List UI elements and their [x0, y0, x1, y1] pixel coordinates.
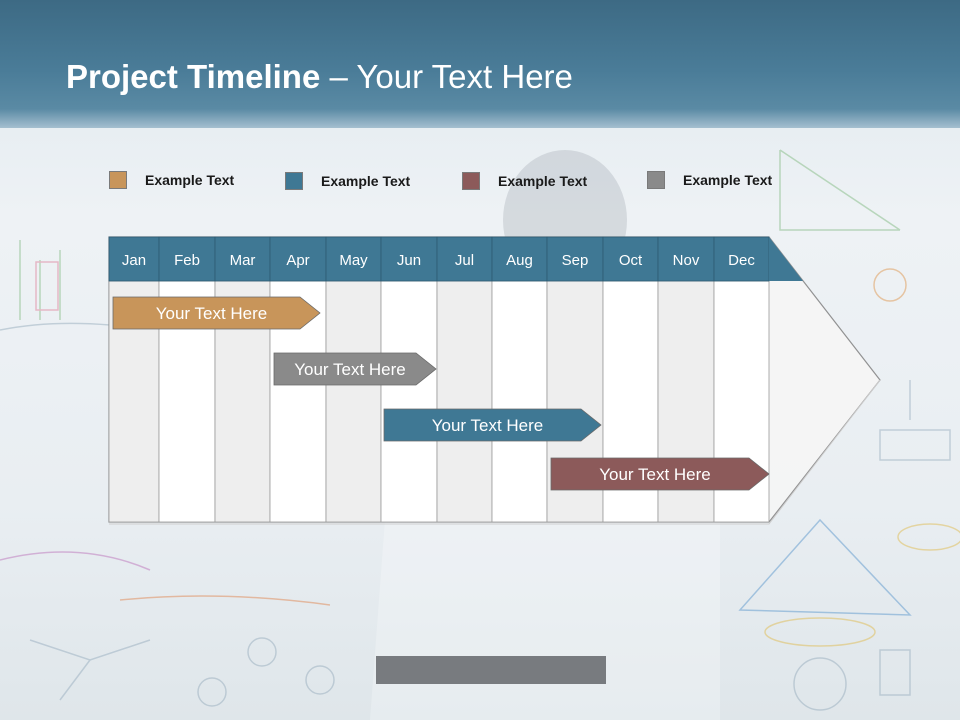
task-arrow-2: [273, 352, 437, 386]
slide-title: Project Timeline – Your Text Here: [66, 58, 573, 96]
legend-item-4: Example Text: [647, 170, 772, 190]
task-label-2: Your Text Here: [294, 360, 406, 379]
month-header-feb: [158, 236, 216, 282]
task-bar-3: Your Text Here: [383, 408, 602, 442]
month-column-aug: [491, 280, 548, 523]
month-header-aug: [491, 236, 548, 282]
month-label-jul: Jul: [455, 252, 474, 269]
month-label-may: May: [339, 252, 368, 269]
title-banner: [0, 0, 960, 128]
month-column-may: [325, 280, 382, 523]
task-bar-2: Your Text Here: [273, 352, 437, 386]
task-arrow-1: [112, 296, 321, 330]
slide-title-subtitle: – Your Text Here: [320, 58, 573, 95]
month-header-jul: [436, 236, 493, 282]
month-header-dec: [713, 236, 770, 282]
month-header-jun: [380, 236, 438, 282]
month-column-jul: [436, 280, 493, 523]
legend-swatch-2: [285, 172, 303, 190]
task-label-4: Your Text Here: [599, 465, 711, 484]
legend-swatch-3: [462, 172, 480, 190]
month-label-mar: Mar: [230, 252, 256, 269]
task-bar-4: Your Text Here: [550, 457, 770, 491]
month-header-mar: [214, 236, 271, 282]
month-header-oct: [602, 236, 659, 282]
month-label-jun: Jun: [397, 252, 421, 269]
month-header-sep: [546, 236, 604, 282]
legend-item-3: Example Text: [462, 171, 587, 191]
task-label-3: Your Text Here: [432, 416, 544, 435]
legend-label-2: Example Text: [321, 173, 411, 189]
month-label-dec: Dec: [728, 252, 755, 269]
legend-item-2: Example Text: [285, 171, 410, 191]
month-label-apr: Apr: [286, 252, 309, 269]
task-arrow-4: [550, 457, 770, 491]
month-label-jan: Jan: [122, 252, 146, 269]
month-label-sep: Sep: [562, 252, 589, 269]
month-column-jun: [380, 280, 438, 523]
timeline-arrow-bottom-edge: [109, 379, 881, 525]
month-label-aug: Aug: [506, 252, 533, 269]
legend-swatch-4: [647, 171, 665, 189]
slide-title-bold: Project Timeline: [66, 58, 321, 95]
task-arrow-3: [383, 408, 602, 442]
month-label-nov: Nov: [673, 252, 700, 269]
legend-label-1: Example Text: [145, 172, 235, 188]
task-label-1: Your Text Here: [156, 304, 268, 323]
month-label-feb: Feb: [174, 252, 200, 269]
month-header-nov: [657, 236, 715, 282]
legend-label-4: Example Text: [683, 172, 773, 188]
task-bar-1: Your Text Here: [112, 296, 321, 330]
month-label-oct: Oct: [619, 252, 643, 269]
month-header-arrow-tip: [769, 237, 803, 281]
legend-label-3: Example Text: [498, 173, 588, 189]
month-header-may: [325, 236, 382, 282]
legend-item-1: Example Text: [109, 170, 234, 190]
legend-swatch-1: [109, 171, 127, 189]
